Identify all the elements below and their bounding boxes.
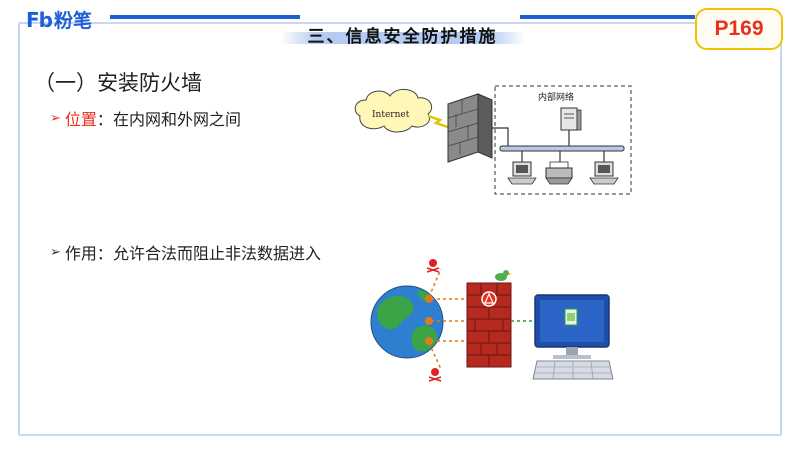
bullet-function-label: 作用 <box>64 244 97 263</box>
blocked-traffic-arrows <box>425 268 465 370</box>
logo-mark: Fb <box>26 7 53 32</box>
bullet-function-text: 允许合法而阻止非法数据进入 <box>112 244 321 263</box>
lightning-link-icon <box>427 114 449 129</box>
internal-network-box <box>494 85 632 195</box>
internal-network-label: 内部网络 <box>538 91 574 103</box>
firewall-network-diagram: Internet 内部网络 <box>354 85 632 195</box>
slide-frame <box>18 22 782 436</box>
keyboard-icon <box>532 360 614 380</box>
skull-icon <box>426 259 440 273</box>
traffic-source-dot <box>425 317 433 325</box>
skull-icon <box>428 368 442 382</box>
globe-icon <box>370 285 444 359</box>
internet-cloud-icon <box>354 89 433 133</box>
brand-logo: Fb 粉笔 <box>26 6 92 33</box>
header-bar-right <box>520 15 695 19</box>
bullet-location: ➢ 位置 ： 在内网和外网之间 <box>50 106 241 130</box>
printer-icon <box>545 161 573 185</box>
title-banner: 三、信息安全防护措施 <box>280 20 525 48</box>
firewall-wall-icon <box>447 93 493 163</box>
alert-badge-icon <box>481 291 497 307</box>
logo-text: 粉笔 <box>53 10 92 32</box>
page-number: P169 <box>714 17 764 40</box>
workstation-icon <box>507 161 537 185</box>
header-bar-left <box>110 15 300 19</box>
page-number-badge: P169 <box>695 8 783 50</box>
bullet-location-separator: ： <box>96 110 113 129</box>
bullet-arrow-icon: ➢ <box>50 244 61 260</box>
bullet-arrow-icon: ➢ <box>50 110 61 126</box>
bullet-function: ➢ 作用 ： 允许合法而阻止非法数据进入 <box>50 240 321 264</box>
bird-icon <box>495 270 512 281</box>
network-bus <box>499 145 625 152</box>
cloud-label: Internet <box>372 110 410 120</box>
firewall-function-diagram <box>370 259 614 382</box>
workstation-icon <box>589 161 619 185</box>
section-heading: （一）安装防火墙 <box>34 71 202 95</box>
slide-title: 三、信息安全防护措施 <box>307 26 498 47</box>
bullet-location-text: 在内网和外网之间 <box>112 110 241 129</box>
title-brush-stroke <box>280 32 525 44</box>
bullet-function-separator: ： <box>96 244 113 263</box>
server-icon <box>560 107 582 146</box>
bullet-location-label: 位置 <box>64 110 97 129</box>
computer-monitor-icon <box>534 294 610 359</box>
firewall-link <box>492 127 509 148</box>
